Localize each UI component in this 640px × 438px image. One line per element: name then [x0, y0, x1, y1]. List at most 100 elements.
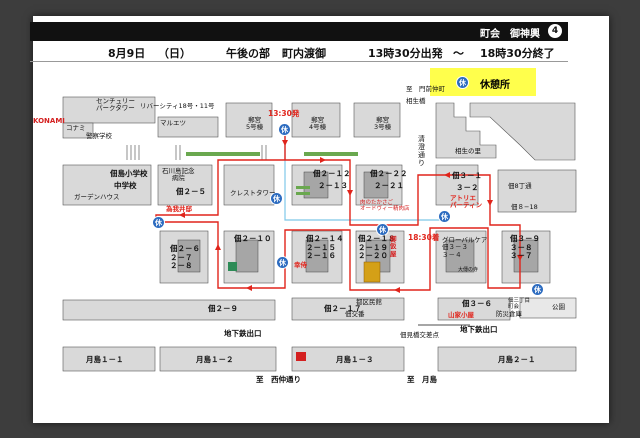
mcdonalds-icon — [296, 352, 306, 361]
rest-stop-icon: 休 — [152, 216, 165, 229]
block-gogo4 — [291, 102, 341, 138]
start-time-text: 13時30分出発 — [368, 47, 443, 60]
label-8chome: 佃8丁通 — [508, 182, 532, 190]
label-subway-exit-2: 地下鉄出口 — [460, 325, 498, 334]
label-nishinaka: 至 西仲通り — [256, 375, 301, 384]
bridge-hatching — [126, 145, 267, 160]
label-crest: クレストタワー — [230, 189, 276, 197]
convenience-store-icon — [228, 262, 237, 271]
label-crossing: 佃見橋交差点 — [400, 331, 439, 339]
konami-logo: KONAMI — [33, 117, 65, 125]
label-2-13: ２－１３ — [318, 181, 348, 190]
label-police-school: 警察学校 — [86, 132, 112, 140]
green-strips — [186, 152, 358, 195]
tilde-text: 〜 — [453, 47, 464, 60]
block-park — [519, 297, 577, 319]
rest-stop-icon: 休 — [270, 192, 283, 205]
label-2-14: 佃２－１４ ２－１５ ２－１６ — [306, 234, 344, 261]
label-8chome-sub: 佃８−18 — [511, 203, 538, 211]
block-tsukishima-1-3 — [291, 346, 405, 372]
label-riverside: リバーシティ18号・11号 — [140, 102, 215, 110]
label-school2: 中学校 — [114, 181, 137, 190]
page-number-badge: 4 — [548, 24, 562, 38]
label-konami-sub: コナミ — [66, 124, 86, 132]
label-2-17: 佃２－１７ — [324, 304, 362, 313]
rest-stop-icon: 休 — [278, 123, 291, 136]
rest-stop-icon: 休 — [438, 210, 451, 223]
label-2-9: 佃２－９ — [208, 304, 238, 313]
legend-label: 休憩所 — [480, 80, 510, 91]
label-3-1: 佃３－１ — [452, 171, 482, 180]
label-kuminkan: 都区民館 — [356, 298, 382, 306]
block-school — [62, 164, 152, 206]
block-gogo5 — [225, 102, 273, 138]
label-shop: 肉のたかさご オードヴィー精肉店 — [360, 200, 410, 213]
block-3-1 — [435, 164, 479, 206]
label-garden: ガーデンハウス — [74, 193, 120, 201]
label-aioi-sato: 相生の里 — [455, 147, 481, 155]
shrine-icon — [363, 261, 381, 283]
label-aioi-bridge: 相生橋 — [406, 97, 426, 105]
label-tsukishima-1-2: 月島１－２ — [196, 355, 234, 364]
label-otabisho: 御 仮 屋 — [390, 235, 397, 258]
label-subway-exit-1: 地下鉄出口 — [224, 329, 262, 338]
label-school1: 佃島小学校 — [110, 169, 148, 178]
block-tsukishima-2-1 — [437, 346, 577, 372]
label-2-22: 佃２－２２ — [370, 169, 408, 178]
block-tsukishima-1-2 — [159, 346, 277, 372]
label-gogo5: 郵宮 5号棟 — [246, 116, 264, 132]
date-text: 8月9日 — [108, 47, 146, 60]
block-3-6 — [437, 297, 511, 321]
part-text: 午後の部 — [226, 47, 270, 60]
label-tsukishima-1-1: 月島１－１ — [86, 355, 124, 364]
label-2-10: 佃２－１０ — [234, 234, 272, 243]
block-2-9 — [62, 299, 276, 321]
label-yamazaki: 山家小屋 — [448, 311, 474, 319]
header-bar: 町会 御神輿 4 — [30, 22, 568, 41]
rest-stop-icon: 休 — [531, 283, 544, 296]
label-kojiro: 幸侍 — [294, 261, 307, 269]
label-ishikawa: 石川島記念 病院 — [162, 167, 195, 183]
schedule-info-row: 8月9日 （日） 午後の部 町内渡御 13時30分出発 〜 18時30分終了 — [30, 41, 568, 62]
rest-stop-icon: 休 — [456, 76, 469, 89]
block-8chome — [497, 169, 577, 213]
block-ishikawa — [157, 164, 213, 206]
label-2-21: ２－２１ — [374, 181, 404, 190]
block-aioi-sato — [435, 102, 497, 159]
end-time-text: 18時30分終了 — [480, 47, 555, 60]
label-atelier: アトリエ パーティン — [450, 194, 483, 210]
label-tsukishima-1-3: 月島１－３ — [336, 355, 374, 364]
header-title: 町会 御神輿 — [480, 29, 540, 40]
block-tsukishima-1-1 — [62, 346, 156, 372]
label-park: 公園 — [552, 303, 565, 311]
label-maruetsu: マルエツ — [160, 119, 186, 127]
label-monzen: 至 門前仲町 — [406, 85, 445, 93]
label-koban: 佃交番 — [345, 310, 365, 318]
label-2-5: 佃２－５ — [176, 187, 206, 196]
block-gogo3 — [353, 102, 401, 138]
label-tsukishima-2-1: 月島２－１ — [498, 355, 536, 364]
label-2-18: 佃２－１８ ２－１９ ２－２０ — [358, 234, 396, 261]
weekday-text: （日） — [158, 47, 191, 60]
label-tsukishima: 至 月島 — [407, 375, 437, 384]
label-gogo3: 郵宮 3号棟 — [374, 116, 392, 132]
block-riverside-a — [62, 122, 94, 139]
label-2-6: 佃２－６ ２－７ ２－８ — [170, 244, 200, 271]
direction-arrows — [179, 140, 523, 293]
block-right-top — [469, 102, 576, 161]
rest-stop-icon: 休 — [376, 223, 389, 236]
label-gogo4: 郵宮 4号棟 — [309, 116, 327, 132]
block-centurion — [62, 96, 156, 124]
street-blocks — [62, 96, 577, 372]
label-3-2: ３－２ — [456, 183, 479, 192]
label-3chome-hall: 佃三丁目 町会 — [508, 298, 531, 311]
label-kiyosumi: 清 澄 通 り — [418, 135, 425, 168]
label-3-3: グローバルケア 佃３－３ ３－４ — [442, 236, 488, 259]
rest-stop-icon: 休 — [276, 256, 289, 269]
legend-box: 休 休憩所 — [430, 68, 536, 96]
route-name-text: 町内渡御 — [282, 47, 326, 60]
label-daisho: 大傳の寺 — [458, 267, 479, 273]
block-maruetsu — [157, 116, 219, 138]
label-centurion: センチュリー パークタワー — [96, 97, 135, 113]
